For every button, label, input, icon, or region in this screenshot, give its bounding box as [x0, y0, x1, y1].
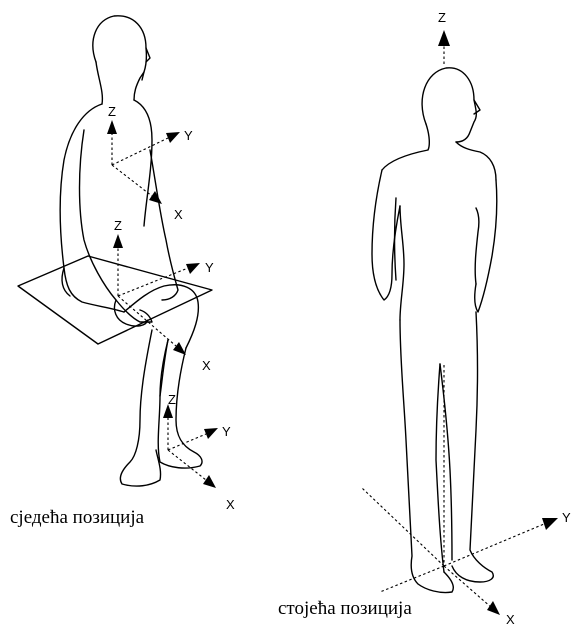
caption-sitting: сједећа позиција	[10, 507, 145, 528]
axis-set-feet: Z Y X	[163, 392, 235, 512]
standing-leg-inner-right	[440, 364, 452, 560]
sitting-shin-back	[160, 340, 168, 396]
sitting-chest	[134, 100, 152, 226]
standing-figure: Z Y X стојећа позиција	[278, 10, 571, 626]
sitting-thigh	[124, 285, 198, 348]
standing-neck	[382, 124, 429, 170]
axis-label-z-standing: Z	[438, 10, 446, 25]
axis-label-z-feet: Z	[168, 392, 176, 407]
axis-label-z-chest: Z	[108, 104, 116, 119]
standing-leg-inner-left	[436, 364, 444, 572]
standing-arm-right	[475, 180, 497, 312]
standing-shoulder-right	[456, 142, 496, 180]
axis-label-x-chest: X	[174, 207, 183, 222]
standing-leg-right	[452, 312, 493, 582]
seat-plate	[18, 256, 212, 344]
standing-arm-gap	[395, 198, 397, 280]
sitting-leg-back	[120, 330, 160, 486]
axis-label-x-standing: X	[506, 612, 515, 626]
caption-standing: стојећа позиција	[278, 598, 412, 619]
standing-leg-left	[400, 320, 453, 593]
axis-label-z-seat: Z	[114, 218, 122, 233]
standing-torso-left	[400, 206, 404, 320]
axis-label-y-standing: Y	[562, 510, 571, 525]
axis-label-x-feet: X	[226, 497, 235, 512]
standing-head	[422, 68, 476, 142]
sitting-neck	[96, 62, 102, 104]
sitting-figure: Z Y X Z Y X Z Y X сједећа	[10, 16, 235, 528]
axis-label-y-seat: Y	[205, 260, 214, 275]
axis-label-y-feet: Y	[222, 424, 231, 439]
axis-set-standing: Z Y X	[362, 10, 571, 626]
standing-torso-right	[475, 208, 479, 284]
axis-label-x-seat: X	[202, 358, 211, 373]
axis-label-y-chest: Y	[184, 128, 193, 143]
sitting-back	[60, 104, 124, 312]
